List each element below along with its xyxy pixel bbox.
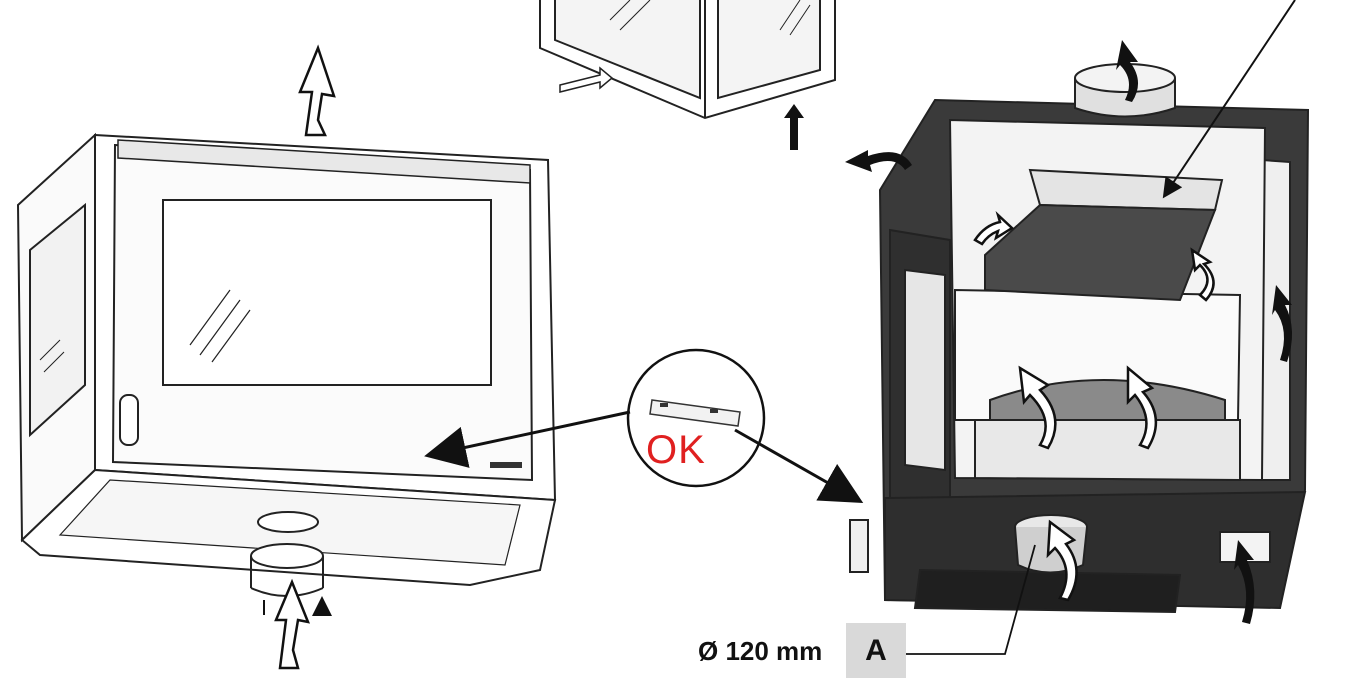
callout-box: A	[846, 623, 906, 678]
detail-circle-icon	[626, 348, 766, 488]
airflow-arrow-icon	[274, 578, 311, 670]
leader-line	[906, 544, 1036, 655]
airflow-arrow-icon	[1116, 40, 1139, 102]
left-fireplace	[16, 132, 557, 597]
leader-line	[1162, 0, 1296, 199]
airflow-arrow-icon	[1190, 247, 1215, 302]
pointer-arrow-icon	[734, 428, 864, 503]
airflow-arrows-right	[845, 40, 1293, 624]
airflow-arrow-icon	[1046, 519, 1078, 602]
ok-label: OK	[646, 428, 706, 472]
airflow-arrow-icon	[1018, 365, 1057, 450]
diameter-label: Ø 120 mm	[698, 636, 823, 666]
airflow-arrow-icon	[1234, 540, 1255, 624]
airflow-arrow-icon	[1272, 285, 1293, 362]
airflow-arrow-icon	[845, 150, 912, 172]
callout-letter: A	[865, 633, 887, 667]
airflow-arrow-icon	[973, 211, 1015, 246]
pointer-arrow-icon	[424, 410, 631, 468]
up-arrow-icon	[298, 44, 336, 137]
airflow-arrow-icon	[1126, 365, 1158, 450]
top-fireplace-partial	[539, 0, 836, 150]
right-cutaway-fireplace	[849, 63, 1310, 614]
